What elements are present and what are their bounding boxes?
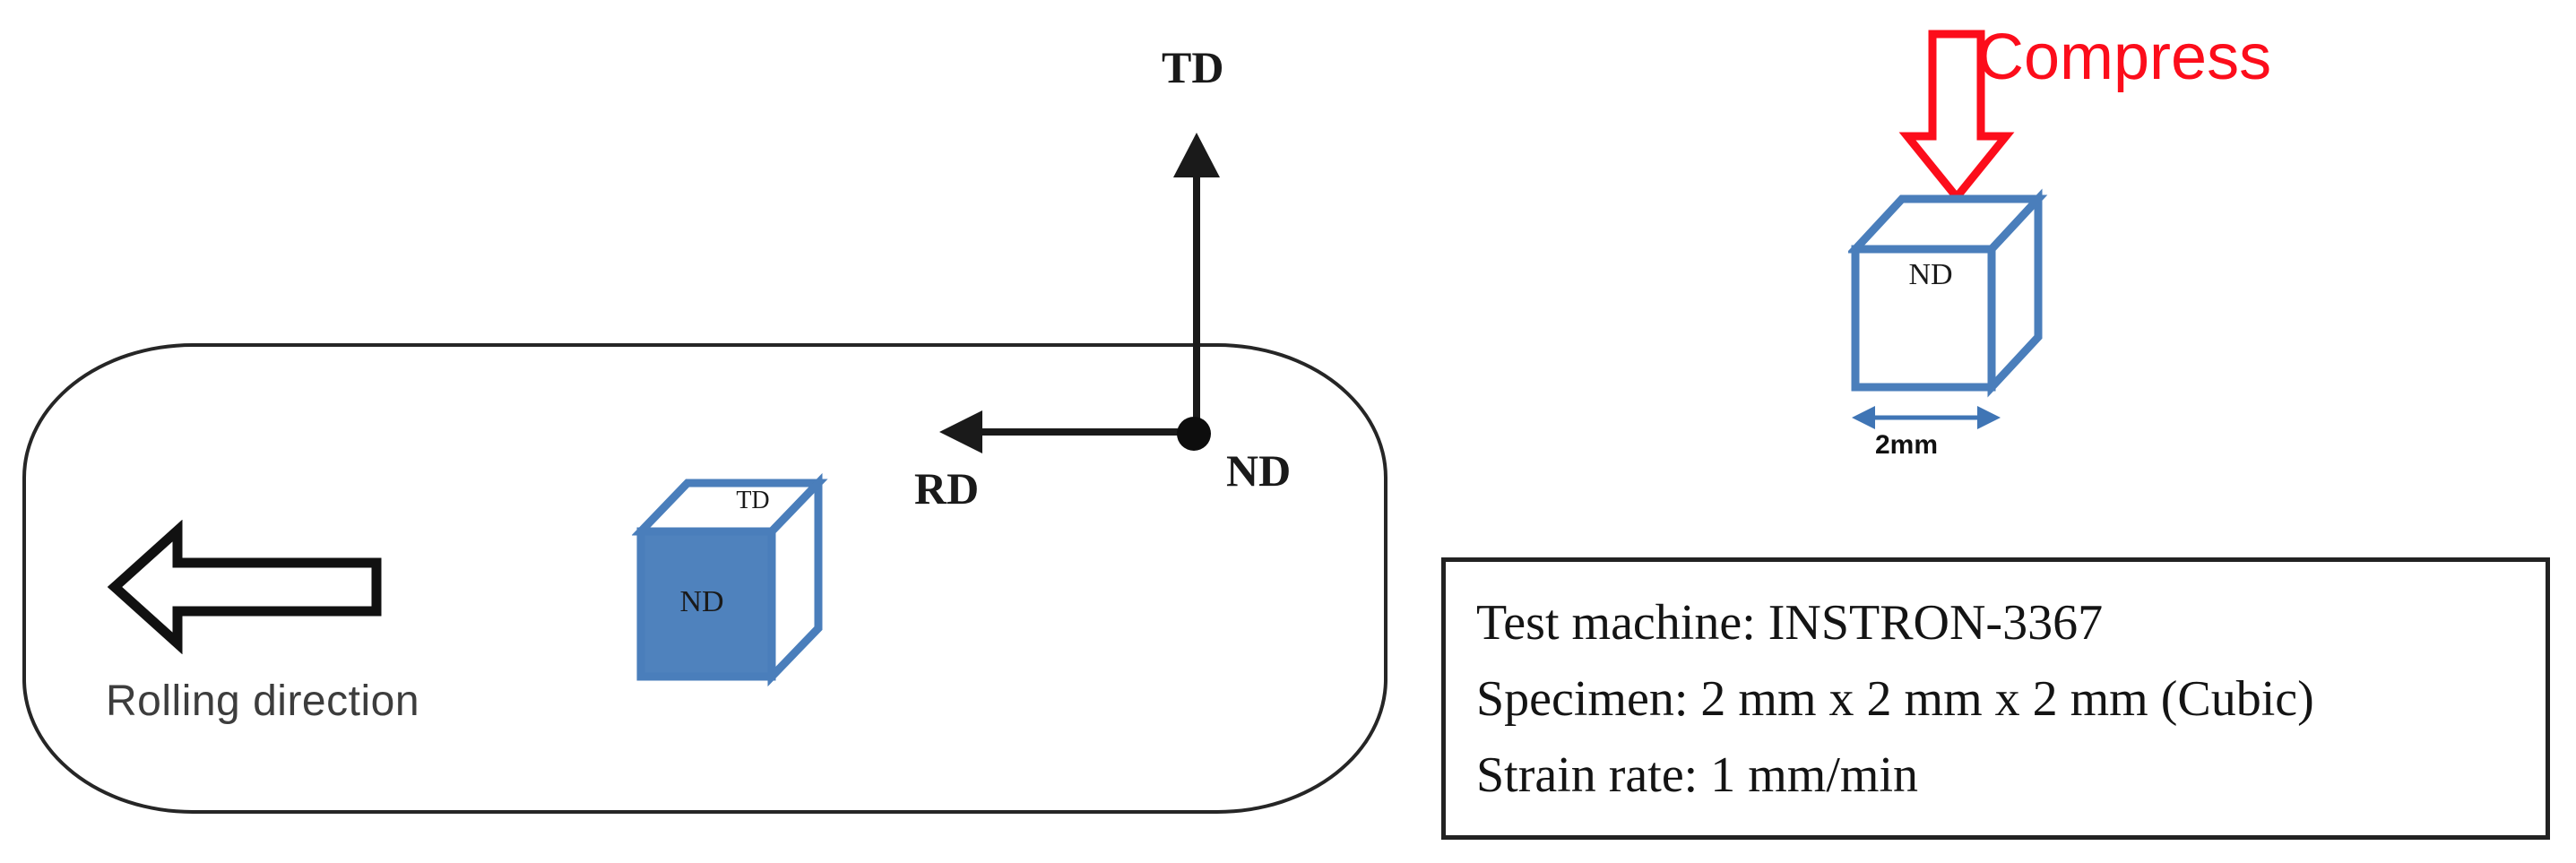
- info-line-strain-rate: Strain rate: 1 mm/min: [1476, 747, 1919, 804]
- double-headed-arrow-icon: [1852, 406, 2001, 429]
- origin-dot-icon: [1177, 417, 1211, 451]
- test-conditions-box: Test machine: INSTRON-3367 Specimen: 2 m…: [1441, 557, 2550, 840]
- block-arrow-down-icon: [1898, 30, 2015, 204]
- info-line-test-machine: Test machine: INSTRON-3367: [1476, 595, 2104, 651]
- test-cube-white: [1848, 188, 2048, 398]
- block-arrow-left-icon: [108, 520, 382, 654]
- dimension-label-2mm: 2mm: [1875, 430, 1939, 460]
- rolling-direction-label: Rolling direction: [106, 677, 420, 725]
- arrow-up-icon: [1173, 133, 1220, 437]
- specimen-cube-front-face-label: ND: [679, 585, 724, 618]
- arrow-left-icon: [939, 410, 1205, 453]
- specimen-cube-top-face-label: TD: [736, 487, 770, 514]
- axis-label-rd: RD: [914, 463, 980, 513]
- specimen-cube-blue: [632, 472, 828, 687]
- axis-label-td: TD: [1162, 42, 1224, 92]
- rolled-sheet-outline: [22, 343, 1387, 814]
- test-cube-front-face-label: ND: [1908, 258, 1953, 291]
- compress-label: Compress: [1977, 22, 2272, 93]
- info-line-specimen: Specimen: 2 mm x 2 mm x 2 mm (Cubic): [1476, 671, 2314, 728]
- axis-label-nd: ND: [1226, 445, 1292, 496]
